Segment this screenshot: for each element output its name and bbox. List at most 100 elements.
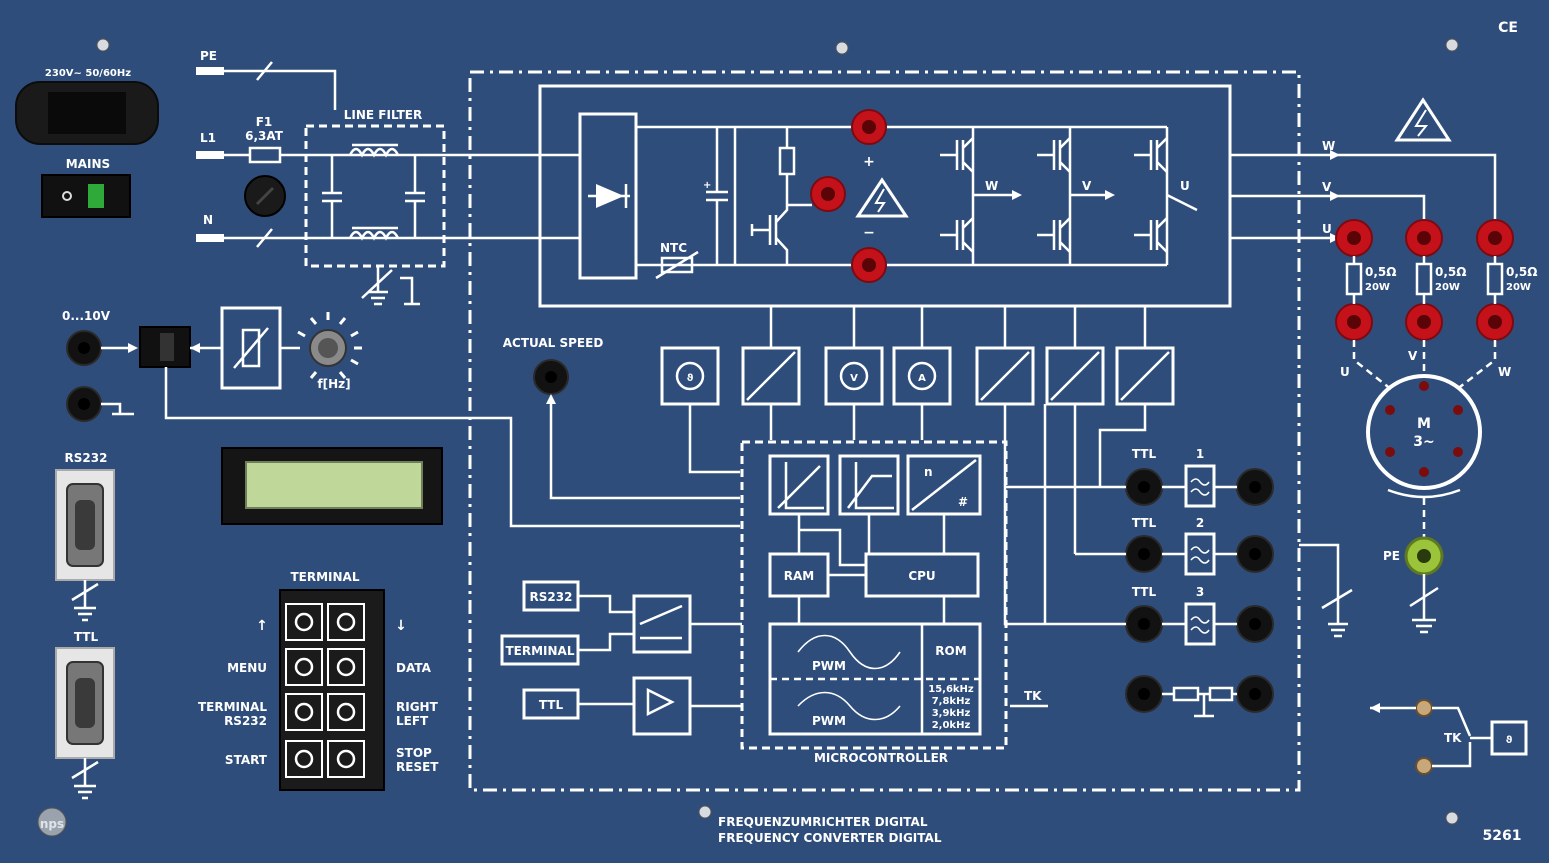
actual-speed-arrow-icon — [546, 394, 556, 404]
ttl-port-shell — [75, 678, 95, 728]
key-up-arrow: ↑ — [256, 618, 268, 634]
key-terminal-rs232[interactable] — [285, 693, 323, 731]
key-start[interactable] — [285, 740, 323, 778]
bus-wiring — [688, 306, 1147, 626]
panel-screws — [37, 38, 1459, 837]
fi-curve-block — [768, 454, 830, 516]
interface-switch-icon — [639, 604, 683, 640]
fuse-holder-slot — [255, 186, 275, 206]
motor-v-label: V — [1408, 349, 1418, 363]
pwm-freq-1: 15,6kHz — [928, 684, 974, 695]
key-right-left[interactable] — [327, 693, 365, 731]
mains-switch[interactable] — [41, 174, 131, 218]
ttl-ground-symbol — [71, 758, 99, 800]
dc-minus-socket-hole — [862, 258, 876, 272]
chassis-ground-symbol — [1299, 543, 1353, 638]
selector-lever — [160, 333, 174, 361]
power-stage-box — [468, 70, 1301, 792]
shunt-w-value: 0,5Ω — [1506, 265, 1537, 279]
ttl-driver-icon — [646, 687, 675, 717]
key-stop-reset[interactable] — [327, 740, 365, 778]
high-voltage-warning-icon-right — [1394, 97, 1452, 142]
pwm-sine-wave-2 — [797, 691, 901, 721]
brake-socket-hole — [821, 187, 835, 201]
tk-right-label: TK — [1444, 731, 1462, 745]
line-filter-label: LINE FILTER — [344, 108, 422, 122]
shunt-sockets — [1335, 219, 1514, 341]
pwm-label-1: PWM — [812, 659, 846, 673]
key-start-label: START — [225, 753, 268, 767]
rs232-port-shell — [75, 500, 95, 550]
motor-wiring — [1352, 340, 1497, 391]
rs232-port-label: RS232 — [65, 451, 108, 465]
cpu-n-symbol: n — [924, 465, 933, 479]
mcu-internal-wiring — [797, 514, 946, 624]
actual-speed-socket-hole — [545, 371, 557, 383]
key-left-label: LEFT — [396, 714, 429, 728]
actual-speed-wire — [549, 398, 740, 500]
switch-on-indicator — [88, 184, 104, 208]
analog-ground-socket-hole — [78, 398, 90, 410]
key-down-arrow: ↓ — [395, 618, 407, 634]
if-rs232-label: RS232 — [530, 590, 573, 604]
ttl-out-label-3: TTL — [1132, 585, 1157, 599]
key-data[interactable] — [327, 648, 365, 686]
line-filter-circuit — [322, 143, 425, 306]
shunt-u-value: 0,5Ω — [1365, 265, 1396, 279]
pwm-freq-3: 3,9kHz — [932, 708, 971, 719]
mains-label: MAINS — [66, 157, 110, 171]
interface-wiring — [578, 594, 1048, 708]
tk-socket-1[interactable] — [1415, 699, 1433, 717]
logo: nps — [40, 817, 64, 831]
dc-link-wiring — [540, 125, 1167, 267]
out-u-label: U — [1322, 222, 1332, 236]
motor-symbol — [1366, 374, 1482, 490]
ntc-label: NTC — [660, 241, 687, 255]
motor-leds — [1385, 381, 1463, 477]
output-wiring — [1230, 150, 1497, 243]
key-down[interactable] — [327, 603, 365, 641]
key-up[interactable] — [285, 603, 323, 641]
phase-w-label: W — [985, 179, 998, 193]
tk-socket-2[interactable] — [1415, 757, 1433, 775]
ttl-out-sockets — [1125, 468, 1274, 713]
pe-socket-label: PE — [1383, 549, 1400, 563]
pe-ground-symbol — [1409, 574, 1439, 634]
uf-curve-icon — [847, 462, 894, 510]
fuse-rating: 6,3AT — [245, 129, 284, 143]
rs232-ground-symbol — [71, 580, 99, 622]
rectifier-diode-icon — [588, 184, 630, 208]
pwm-sine-wave-1 — [797, 634, 901, 670]
ttl-out-label-1: TTL — [1132, 447, 1157, 461]
dc-plus-socket-hole — [862, 120, 876, 134]
motor-phase-label: 3~ — [1413, 434, 1434, 450]
key-menu[interactable] — [285, 648, 323, 686]
key-rs232-label: RS232 — [224, 714, 267, 728]
pe-socket-hole — [1417, 549, 1431, 563]
tk-input-label: TK — [1024, 689, 1042, 703]
high-voltage-warning-icon — [855, 177, 909, 218]
cpu-label: CPU — [908, 569, 935, 583]
ram-label: RAM — [784, 569, 814, 583]
shunt-u-power: 20W — [1365, 282, 1390, 293]
key-data-label: DATA — [396, 661, 432, 675]
mains-rating-label: 230V~ 50/60Hz — [45, 68, 131, 79]
a-meter-label: A — [918, 373, 926, 384]
ttl-port-label: TTL — [74, 630, 99, 644]
mains-inlet-socket — [48, 92, 126, 134]
fuse-name: F1 — [256, 115, 273, 129]
frequency-knob[interactable] — [297, 312, 362, 379]
input-wiring — [224, 61, 540, 248]
filter-1-label: 1 — [1196, 447, 1204, 461]
filter-3-label: 3 — [1196, 585, 1204, 599]
motor-m-label: M — [1417, 416, 1431, 432]
out-w-label: W — [1322, 139, 1335, 153]
key-terminal-label: TERMINAL — [198, 700, 267, 714]
filters — [1162, 464, 1237, 718]
pwm-freq-4: 2,0kHz — [932, 720, 971, 731]
analog-input-socket-hole — [78, 342, 90, 354]
key-menu-label: MENU — [227, 661, 267, 675]
dc-minus-label: − — [863, 225, 875, 241]
analog-arrow-icon — [128, 343, 138, 353]
